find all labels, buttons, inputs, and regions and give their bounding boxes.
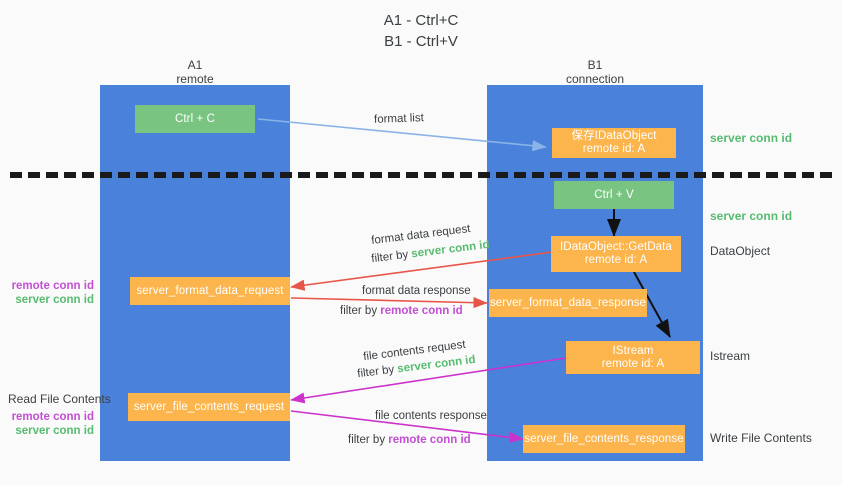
page-title: A1 - Ctrl+C B1 - Ctrl+V [383, 12, 459, 50]
label-remote-conn-id-file: remote conn id [11, 411, 94, 423]
caption-format-data-response-filter: filter by remote conn id [340, 304, 463, 318]
node-ctrl-v[interactable]: Ctrl + V [554, 181, 674, 209]
label-server-conn-id-format: server conn id [15, 294, 94, 306]
caption-format-data-response: format data response [362, 285, 471, 297]
label-server-conn-id-file: server conn id [15, 425, 94, 437]
caption-file-contents-response-filter: filter by remote conn id [348, 433, 471, 447]
filter-key-remote-conn-id-1: remote conn id [380, 305, 463, 317]
node-server-format-data-request[interactable]: server_format_data_request [130, 277, 290, 305]
node-server-file-contents-request[interactable]: server_file_contents_request [128, 393, 290, 421]
label-server-conn-id-top: server conn id [710, 131, 793, 145]
node-server-format-data-response[interactable]: server_format_data_response [489, 289, 647, 317]
label-istream: Istream [710, 349, 751, 363]
lane-header-a1: A1 remote [176, 58, 214, 86]
label-write-file-contents: Write File Contents [710, 431, 812, 445]
caption-format-list: format list [373, 112, 425, 126]
caption-file-contents-response: file contents response [375, 410, 487, 422]
arrow-format-data-response [290, 297, 488, 309]
label-read-file-contents: Read File Contents [8, 392, 111, 406]
label-remote-conn-id-format: remote conn id [11, 280, 94, 292]
filter-prefix-4: filter by [348, 434, 389, 446]
node-istream[interactable]: IStream remote id: A [566, 341, 700, 374]
filter-prefix-1: filter by [370, 248, 413, 266]
node-ctrl-c[interactable]: Ctrl + C [135, 105, 255, 133]
filter-prefix-2: filter by [340, 305, 381, 317]
lane-header-b1: B1 connection [565, 58, 625, 86]
label-server-conn-id-mid: server conn id [710, 209, 793, 223]
node-idataobject-getdata[interactable]: IDataObject::GetData remote id: A [551, 236, 681, 272]
node-idataobject[interactable]: 保存IDataObject remote id: A [552, 128, 676, 158]
filter-key-remote-conn-id-2: remote conn id [388, 434, 471, 446]
filter-key-server-conn-id-1: server conn id [410, 238, 491, 261]
divider-dashed-line [10, 172, 832, 178]
node-server-file-contents-response[interactable]: server_file_contents_response [523, 425, 685, 453]
label-dataobject: DataObject [710, 244, 771, 258]
filter-prefix-3: filter by [356, 363, 399, 381]
